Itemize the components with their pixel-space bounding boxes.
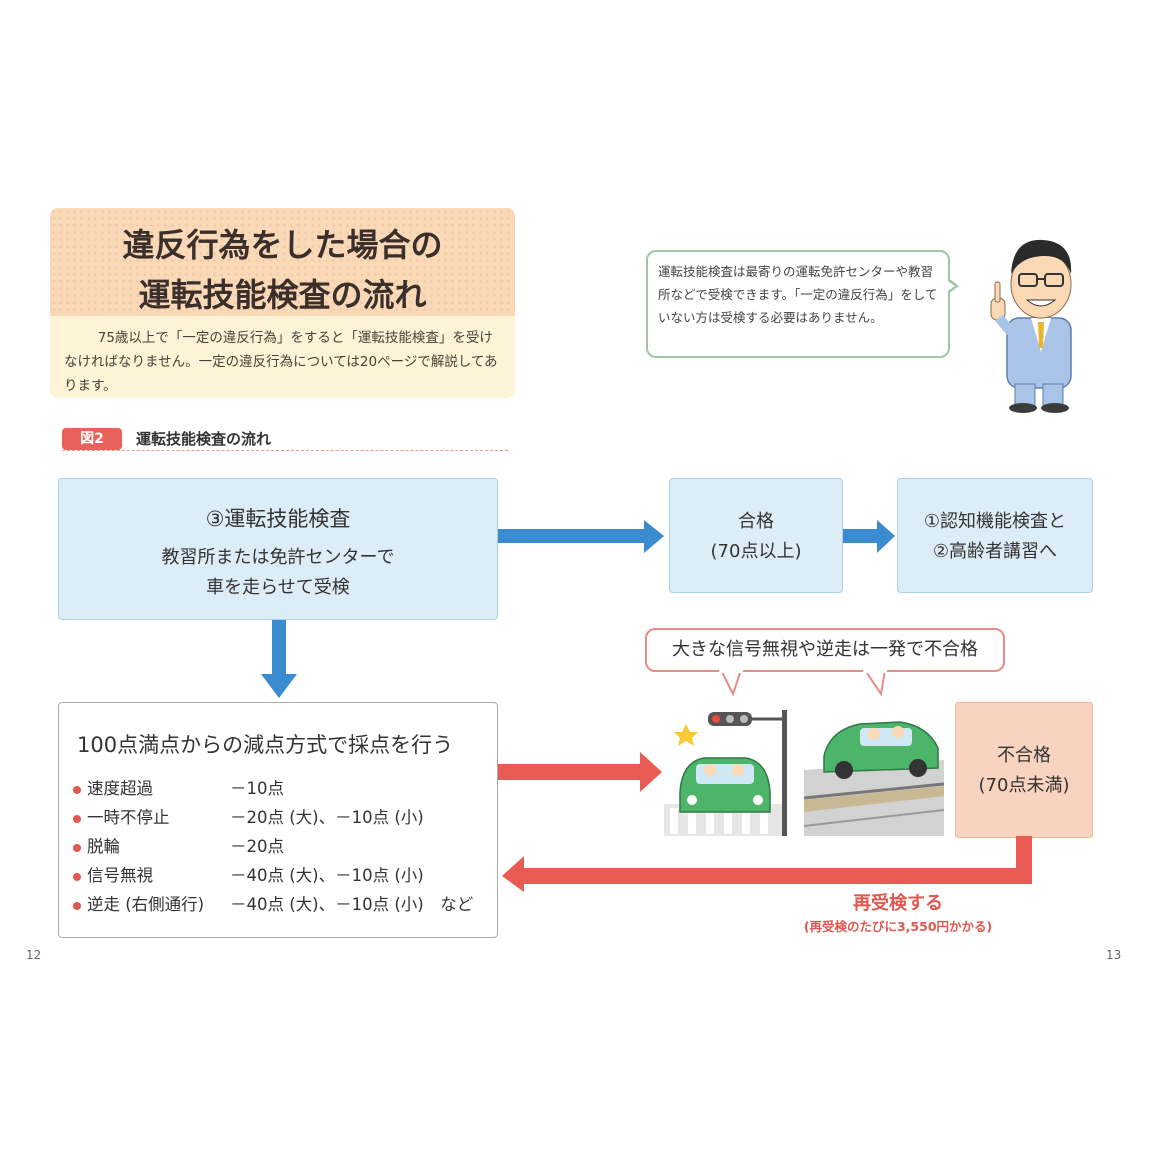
title-band: 違反行為をした場合の 運転技能検査の流れ [50,208,515,316]
deduction-row: 信号無視－40点 (大)、－10点 (小) [73,862,424,886]
arrow-retake [502,836,1032,892]
next-line2: ②高齢者講習へ [932,541,1058,562]
bullet-dot [73,901,81,910]
pass-box: 合格 (70点以上) [669,478,843,593]
fail-label: 不合格 [997,745,1051,766]
intro-text: 75歳以上で「一定の違反行為」をすると「運転技能検査」を受けなければなりません。… [64,330,498,394]
page-title-line2: 運転技能検査の流れ [138,276,427,314]
scoring-title: 100点満点からの減点方式で採点を行う [77,733,454,757]
figure-badge: 図2 [62,428,122,450]
page-title-line1: 違反行為をした場合の [122,226,443,264]
warning-balloon-tails [719,670,887,697]
fail-condition: (70点未満) [978,775,1070,796]
figure-divider [62,450,508,451]
deduction-row: 逆走 (右側通行)－40点 (大)、－10点 (小) など [73,891,473,915]
warning-balloon: 大きな信号無視や逆走は一発で不合格 [645,628,1005,672]
balloon-tail-inner [946,280,955,292]
figure-title: 運転技能検査の流れ [136,430,272,448]
driving-test-box: ③運転技能検査 教習所または免許センターで 車を走らせて受検 [58,478,498,620]
signal-violation-illustration [664,700,792,836]
bullet-dot [73,843,81,852]
bullet-dot [73,785,81,794]
advisor-speech-balloon: 運転技能検査は最寄りの運転免許センターや教習所などで受検できます。「一定の違反行… [646,250,950,358]
arrow-to-pass [498,520,664,553]
bullet-dot [73,814,81,823]
bullet-dot [73,872,81,881]
wrong-way-driving-illustration [804,700,944,836]
deduction-row: 速度超過－10点 [73,775,284,799]
deduction-row: 脱輪－20点 [73,833,284,857]
retake-fee-note: (再受検のたびに3,550円かかる) [803,919,993,934]
test-line2: 車を走らせて受検 [206,577,350,598]
pass-label: 合格 [738,511,774,532]
page-number-right: 13 [1106,948,1122,962]
pass-condition: (70点以上) [710,541,802,562]
advisor-man-illustration [990,239,1072,413]
next-line1: ①認知機能検査と [923,511,1067,532]
deduction-row: 一時不停止－20点 (大)、－10点 (小) [73,804,424,828]
scoring-box: 100点満点からの減点方式で採点を行う 速度超過－10点 一時不停止－20点 (… [58,702,498,938]
test-title: ③運転技能検査 [205,507,351,531]
test-line1: 教習所または免許センターで [161,547,395,568]
title-panel: 違反行為をした場合の 運転技能検査の流れ 75歳以上で「一定の違反行為」をすると… [50,208,515,398]
next-step-box: ①認知機能検査と ②高齢者講習へ [897,478,1093,593]
arrow-to-violations [498,752,662,792]
arrow-down-to-scoring [261,620,297,698]
retake-label: 再受検する [853,893,943,914]
arrow-to-next-step [843,520,895,553]
page-number-left: 12 [26,948,42,962]
fail-box: 不合格 (70点未満) [955,702,1093,838]
